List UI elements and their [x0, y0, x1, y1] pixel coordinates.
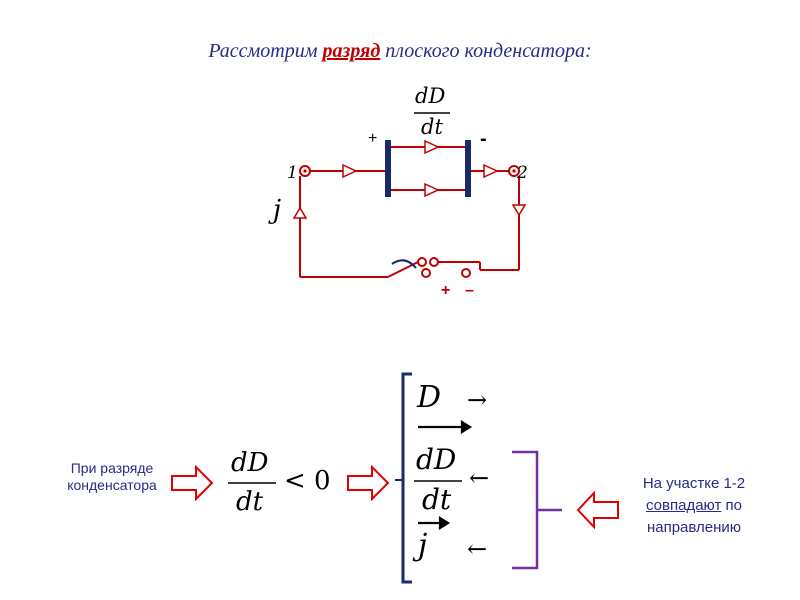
right-note-line1: На участке 1-2	[642, 475, 746, 492]
ineq-tail: < 0	[284, 466, 331, 496]
right-note: На участке 1-2 совпадают по направлению	[624, 473, 764, 539]
left-note-line2: конденсатора	[67, 477, 157, 493]
left-note: При разряде конденсатора	[52, 460, 172, 494]
title-highlight: разряд	[322, 40, 381, 62]
switch-handle	[391, 259, 417, 269]
purple-brace	[512, 450, 562, 570]
sys-row2-dt: dt	[422, 483, 452, 516]
right-note-line3: направлению	[646, 519, 742, 536]
left-note-line1: При разряде	[70, 460, 154, 476]
circuit-dD: dD	[415, 84, 446, 108]
current-j-label: j	[273, 195, 282, 225]
sys-row1-D: D	[417, 380, 442, 415]
right-note-line2: совпадают по	[624, 495, 764, 517]
node-1-label: 1	[287, 163, 298, 183]
capacitor-plate-left	[385, 140, 391, 197]
hollow-arrows	[171, 464, 619, 530]
title-suffix: плоского конденсатора:	[380, 40, 592, 62]
current-arrows	[292, 139, 527, 219]
ineq-dD: dD	[231, 448, 269, 478]
source-minus-sign: –	[465, 282, 474, 299]
capacitor-plus-sign: +	[368, 130, 378, 147]
sys-row3-arrow: ←	[467, 535, 488, 563]
source-plus-sign: +	[441, 282, 451, 299]
ineq-dt: dt	[236, 487, 264, 517]
node-2-label: 2	[517, 163, 528, 183]
capacitor-minus-sign: -	[480, 128, 487, 150]
sys-row3-j: j	[418, 528, 428, 563]
capacitor-plate-right	[465, 140, 471, 197]
sys-row1-arrow: →	[467, 386, 488, 414]
circuit-nodes	[299, 165, 520, 278]
title-prefix: Рассмотрим	[208, 40, 323, 62]
circuit-dt: dt	[421, 115, 443, 139]
vector-arrows	[418, 420, 473, 530]
slide-title: Рассмотрим разряд плоского конденсатора:	[0, 40, 800, 63]
system-bracket	[401, 372, 412, 584]
right-note-line2-rest: по	[721, 497, 742, 514]
right-note-underlined: совпадают	[646, 497, 722, 514]
sys-row2-arrow: ←	[469, 464, 490, 492]
sys-row2-dD: dD	[416, 443, 457, 476]
